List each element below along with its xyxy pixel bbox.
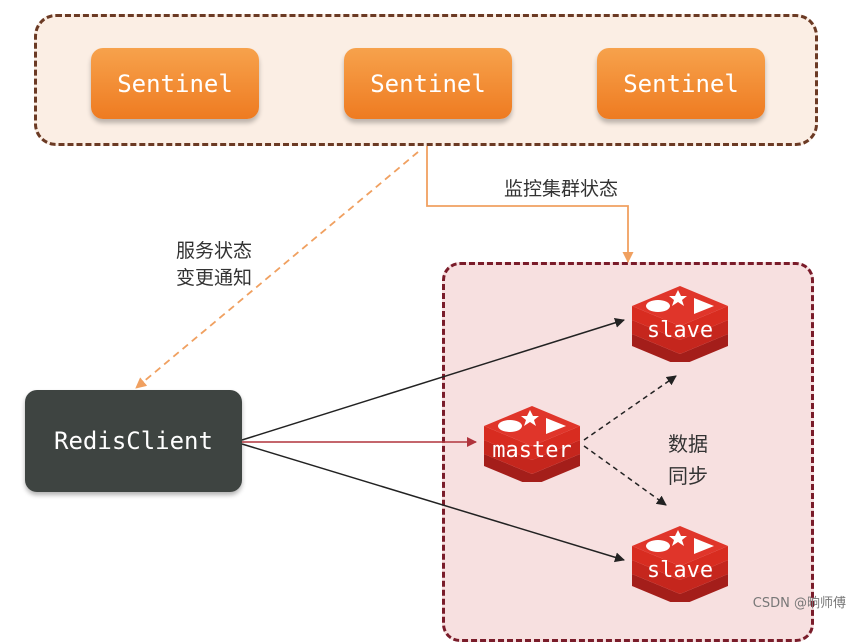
sync-label-line-1: 数据	[668, 432, 708, 456]
redis-logo-icon	[632, 286, 728, 366]
redis-logo-icon	[632, 526, 728, 606]
notify-label-line-2: 变更通知	[176, 267, 253, 289]
connector-arrows	[135, 146, 677, 563]
redis-slave-bottom-node: slave	[624, 516, 736, 606]
sync-label-line-2: 同步	[668, 464, 708, 488]
redis-slave-top-node: slave	[624, 276, 736, 366]
sentinel-node-2: Sentinel	[344, 48, 512, 119]
slave-top-label: slave	[646, 318, 714, 343]
redis-client-node: RedisClient	[25, 390, 242, 492]
sentinel-group: Sentinel Sentinel Sentinel	[34, 14, 818, 146]
sentinel-node-1: Sentinel	[91, 48, 259, 119]
watermark: CSDN @晌师傅	[752, 596, 846, 611]
client-to-slave-top-arrow	[241, 317, 625, 441]
redis-logo-icon	[484, 406, 580, 486]
notify-label-line-1: 服务状态	[176, 240, 253, 262]
notify-arrow	[135, 151, 419, 389]
monitor-arrow	[426, 146, 634, 263]
master-label: master	[492, 438, 572, 463]
sync-label: 数据 同步	[668, 428, 708, 492]
slave-bottom-label: slave	[646, 558, 714, 583]
client-to-slave-bottom-arrow	[241, 443, 625, 563]
notify-label: 服务状态 变更通知	[176, 238, 252, 292]
redis-master-node: master	[476, 396, 588, 486]
sentinel-node-3: Sentinel	[597, 48, 765, 119]
monitor-label: 监控集群状态	[504, 178, 619, 200]
sync-arrow-top	[583, 375, 677, 441]
sync-arrow-bottom	[583, 445, 667, 506]
